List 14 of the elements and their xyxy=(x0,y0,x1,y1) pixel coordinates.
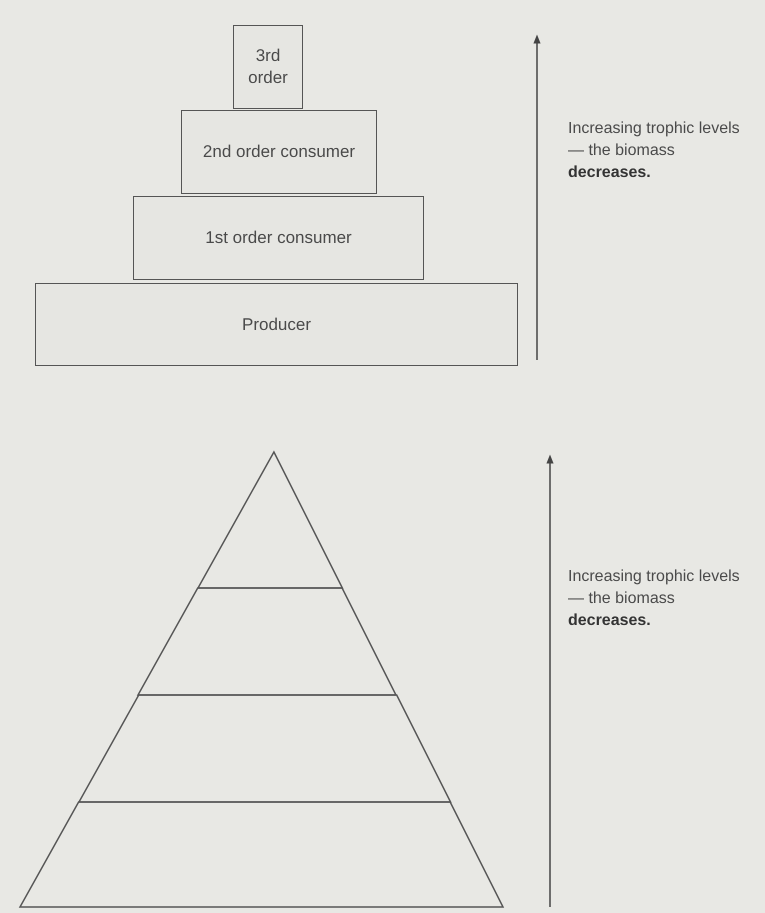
level-label: 2nd order consumer xyxy=(202,141,356,163)
trophic-level-box xyxy=(133,196,424,280)
level-label: 1st order consumer xyxy=(205,227,352,249)
trophic-level-box xyxy=(181,110,377,194)
level-label: 3rd order xyxy=(247,45,289,89)
pyramid-level xyxy=(20,802,503,907)
level-label: Producer xyxy=(242,314,311,336)
trophic-level-box xyxy=(233,25,303,109)
annotation-text: Increasing trophic levels — the biomass decreases. xyxy=(568,567,741,631)
pyramid-level xyxy=(78,695,450,802)
pyramid-level xyxy=(198,452,342,588)
pyramid-level xyxy=(138,588,396,695)
trophic-level-box xyxy=(35,283,518,366)
annotation-text: Increasing trophic levels — the biomass decreases. xyxy=(568,119,741,183)
